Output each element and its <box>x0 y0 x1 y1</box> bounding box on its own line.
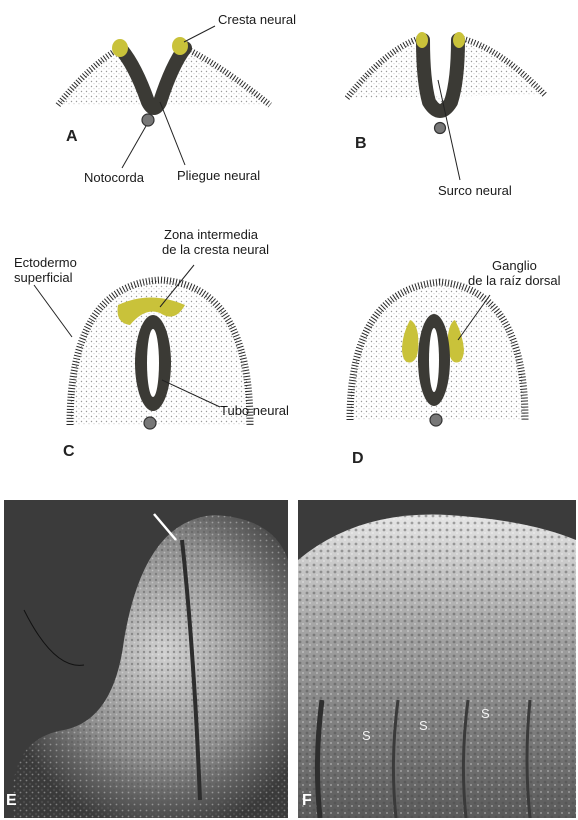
ganglion-label-line1: Ganglio <box>492 258 537 273</box>
photo-e: E <box>4 500 288 818</box>
crest-left-a <box>112 39 128 57</box>
photo-e-image <box>4 500 288 818</box>
fold-label: Pliegue neural <box>177 168 260 183</box>
zone-label-line2: de la cresta neural <box>162 242 269 257</box>
notochord-b <box>435 123 446 134</box>
zone-label-line1: Zona intermedia <box>164 227 258 242</box>
panel-b-diagram <box>345 20 575 210</box>
ectoderm-label-line2: superficial <box>14 270 73 285</box>
notochord-a <box>142 114 154 126</box>
panel-a: Cresta neural A Notocorda Pliegue neural <box>50 10 300 200</box>
photo-f: S S S F <box>298 500 576 818</box>
crest-right-b <box>453 32 465 48</box>
crest-label: Cresta neural <box>218 12 296 27</box>
somite-label-3: S <box>481 706 490 721</box>
somite-label-2: S <box>419 718 428 733</box>
tube-label: Tubo neural <box>220 403 289 418</box>
somite-label-1: S <box>362 728 371 743</box>
crest-right-a <box>172 37 188 55</box>
notochord-label: Notocorda <box>84 170 144 185</box>
crest-left-b <box>416 32 428 48</box>
panel-a-letter: A <box>66 128 78 146</box>
panel-d: Ganglio de la raíz dorsal D <box>330 240 570 480</box>
panel-c-letter: C <box>63 443 75 461</box>
photo-e-letter: E <box>6 792 17 810</box>
panel-c: Ectodermo superficial Zona intermedia de… <box>10 225 310 475</box>
panel-b-letter: B <box>355 135 367 153</box>
panel-d-letter: D <box>352 450 364 468</box>
ganglion-label-line2: de la raíz dorsal <box>468 273 561 288</box>
photo-f-letter: F <box>302 792 312 810</box>
ectoderm-label-line1: Ectodermo <box>14 255 77 270</box>
panel-b: B Surco neural <box>345 20 575 210</box>
photo-f-image <box>298 500 576 818</box>
groove-label: Surco neural <box>438 183 512 198</box>
